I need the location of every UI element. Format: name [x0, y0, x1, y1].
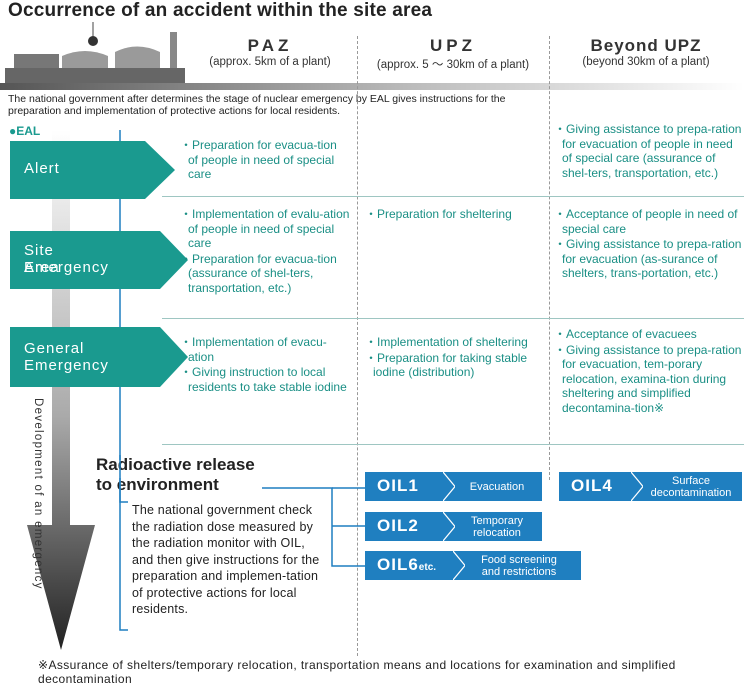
action-item: ・Preparation for taking stable iodine (d…: [365, 350, 528, 380]
cell-site-area-paz: ・Implementation of evalu-ation of people…: [178, 207, 350, 296]
zone-name: Beyond UPZ: [590, 36, 702, 55]
zone-name: PAZ: [247, 36, 293, 55]
oil-action: Evacuation: [469, 481, 525, 493]
zone-header-paz: PAZ (approx. 5km of a plant): [185, 36, 355, 68]
column-divider: [549, 36, 550, 480]
oil-box-oil4: OIL4 Surface decontamination: [559, 472, 742, 501]
oil-box-oil6: OIL6etc. Food screening and restrictions: [365, 551, 581, 580]
oil-code: OIL1: [377, 476, 419, 495]
oil-code: OIL4: [571, 476, 613, 495]
page-title: Occurrence of an accident within the sit…: [8, 0, 433, 21]
chevron-icon: [453, 551, 465, 580]
intro-text: The national government after determines…: [8, 93, 506, 117]
stage-label: Emergency: [24, 357, 109, 374]
cell-alert-beyond: ・Giving assistance to prepa-ration for e…: [552, 122, 742, 181]
action-item: ・Implementation of sheltering: [365, 335, 528, 349]
oil-action: Temporary: [471, 515, 523, 527]
column-divider: [357, 36, 358, 656]
oil-action: decontamination: [650, 487, 732, 499]
release-description: The national government check the radiat…: [132, 503, 320, 616]
oil-code: OIL6etc.: [377, 555, 436, 575]
plant-illustration: [0, 22, 744, 90]
action-item: ・Acceptance of evacuees: [554, 327, 697, 341]
stage-arrow-general-emergency: [10, 327, 188, 387]
release-title: Radioactive release to environment: [96, 455, 255, 495]
release-title-line: Radioactive release: [96, 455, 255, 474]
action-item: ・Giving assistance to prepa-ration for e…: [554, 122, 742, 180]
action-item: ・Giving assistance to prepa-ration for e…: [554, 342, 742, 415]
oil-code-text: OIL6: [377, 555, 419, 574]
cell-general-upz: ・Implementation of sheltering ・Preparati…: [363, 335, 545, 381]
row-divider: [162, 196, 744, 197]
stage-arrow-alert: [10, 141, 175, 199]
zone-sub: (beyond 30km of a plant): [582, 56, 710, 68]
cell-general-paz: ・Implementation of evacu-ation ・Giving i…: [178, 335, 350, 395]
stage-arrow-site-area-emergency: [10, 231, 188, 289]
eal-label: ●EAL: [9, 124, 41, 138]
zone-sub: (approx. 5km of a plant): [209, 56, 331, 68]
action-item: ・Giving instruction to local residents t…: [180, 365, 347, 394]
stage-label: Alert: [24, 160, 60, 177]
action-item: ・Giving assistance to prepa-ration for e…: [554, 237, 742, 280]
oil-code-suffix: etc.: [418, 562, 437, 573]
footnote: ※Assurance of shelters/temporary relocat…: [38, 658, 676, 686]
cell-general-beyond: ・Acceptance of evacuees ・Giving assistan…: [552, 327, 742, 416]
zone-sub: (approx. 5 〜 30km of a plant): [376, 59, 530, 71]
action-item: ・Acceptance of people in need of special…: [554, 207, 738, 236]
row-divider: [162, 318, 744, 319]
oil-box-oil1: OIL1 Evacuation: [365, 472, 542, 501]
action-item: ・Preparation for sheltering: [365, 207, 512, 221]
zone-header-beyond-upz: Beyond UPZ (beyond 30km of a plant): [552, 36, 740, 68]
stage-label: Site Area: [24, 242, 60, 276]
oil-action: relocation: [473, 527, 521, 539]
action-item: ・Preparation for evacua-tion (assurance …: [180, 251, 337, 295]
oil-box-oil2: OIL2 Temporary relocation: [365, 512, 542, 541]
action-item: ・Preparation for evacua-tion of people i…: [180, 138, 337, 181]
oil-action: and restrictions: [481, 566, 557, 578]
oil-code: OIL2: [377, 516, 419, 535]
zone-name: UPZ: [430, 36, 476, 55]
action-item: ・Implementation of evacu-ation: [180, 335, 327, 364]
cell-site-area-upz: ・Preparation for sheltering: [363, 207, 545, 223]
zone-header-upz: UPZ (approx. 5 〜 30km of a plant): [358, 36, 548, 72]
chevron-icon: [631, 472, 643, 501]
release-title-line: to environment: [96, 475, 219, 494]
oil-action: Surface: [672, 475, 710, 487]
stage-label: General: [24, 340, 85, 357]
stage-label: Emergency: [24, 259, 109, 276]
oil-action: Food screening: [481, 554, 557, 566]
action-item: ・Implementation of evalu-ation of people…: [180, 207, 350, 250]
cell-site-area-beyond: ・Acceptance of people in need of special…: [552, 207, 742, 282]
row-divider: [162, 444, 744, 445]
cell-alert-paz: ・Preparation for evacua-tion of people i…: [178, 138, 350, 183]
chevron-icon: [443, 512, 455, 541]
chevron-icon: [443, 472, 455, 501]
